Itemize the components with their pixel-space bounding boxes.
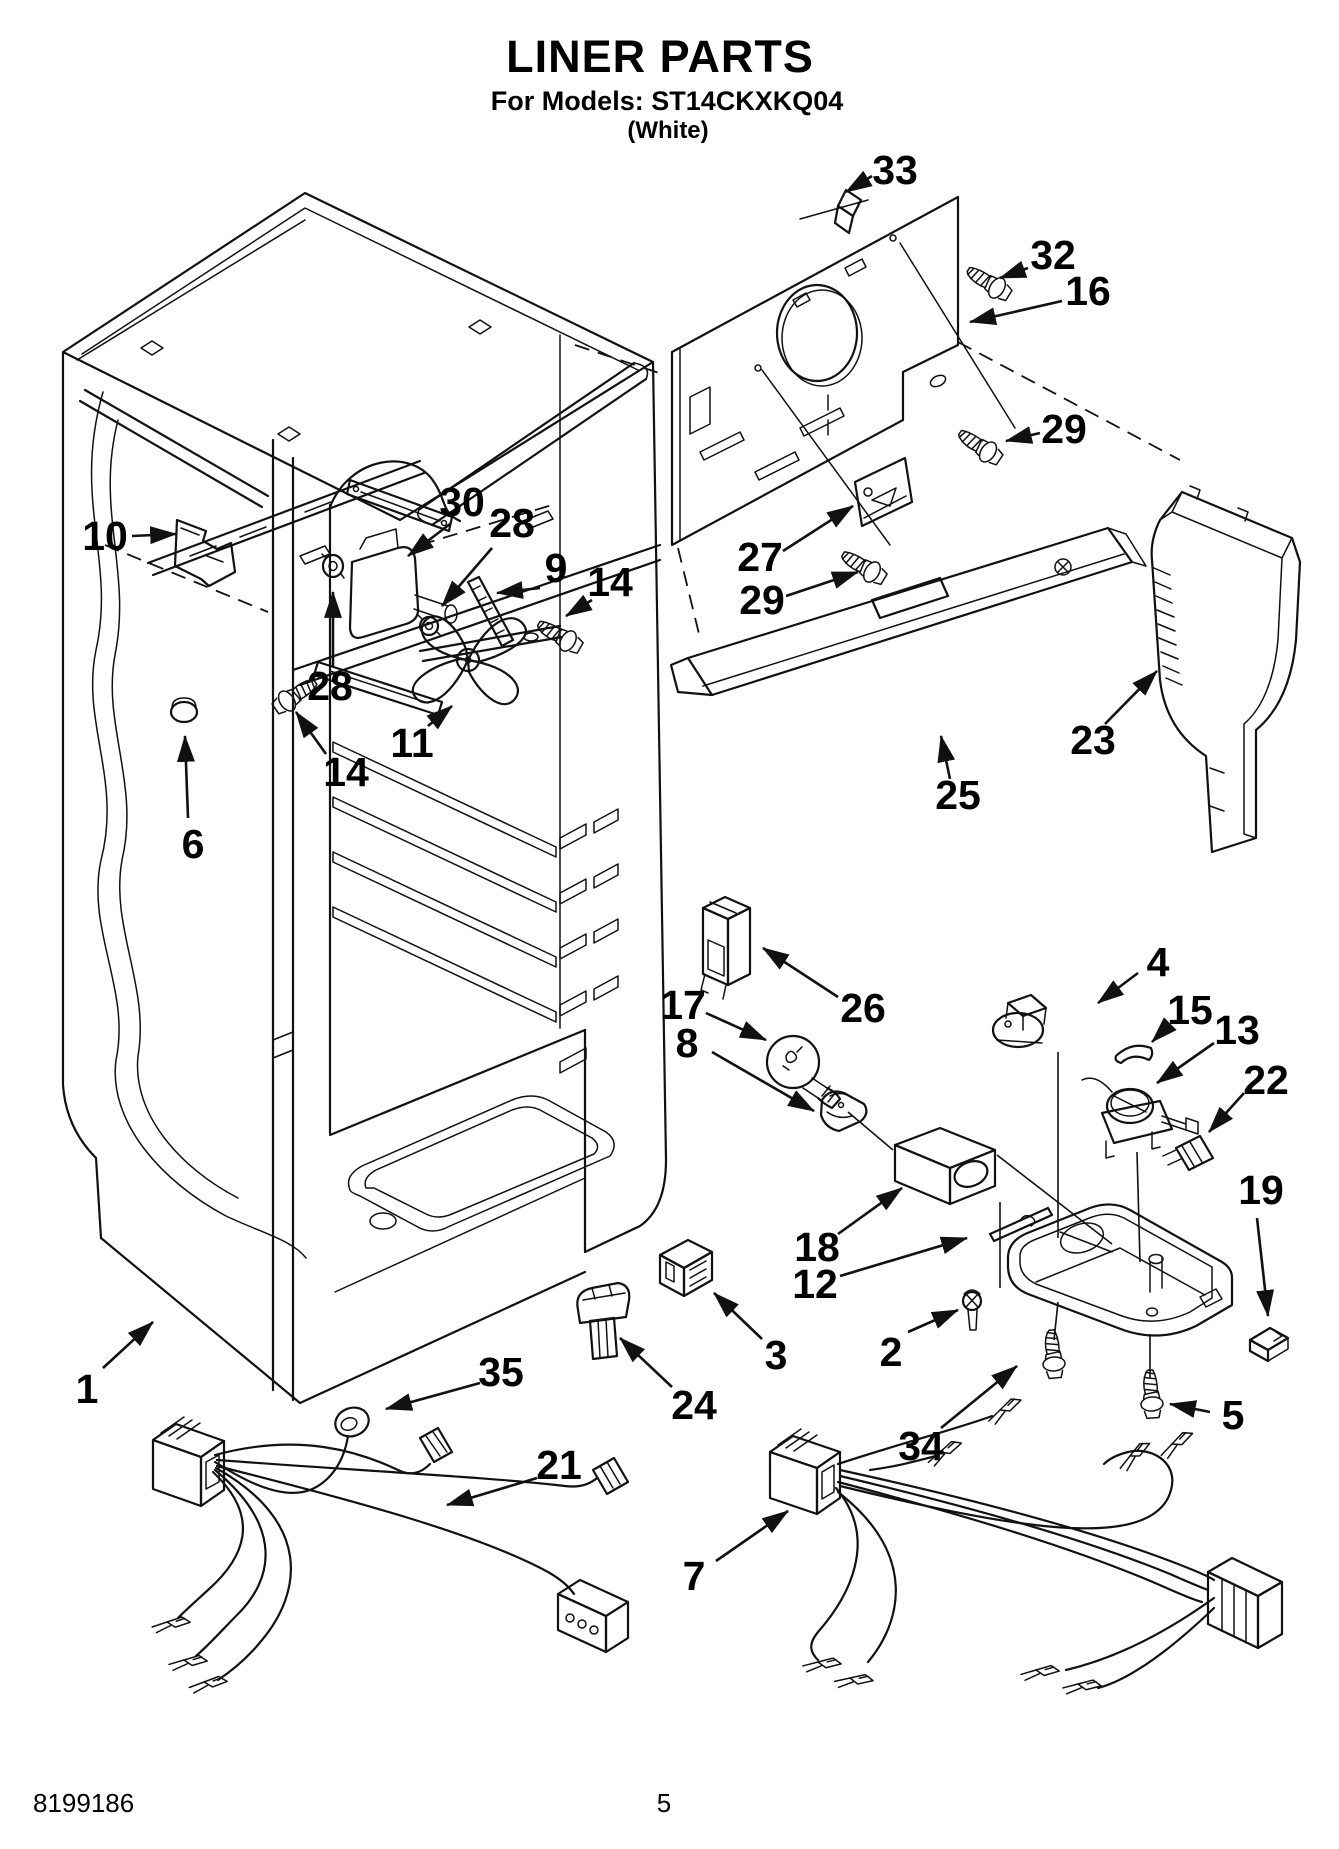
callout-arrow-8-20 bbox=[711, 1050, 815, 1113]
callout-label-14-4: 14 bbox=[587, 559, 633, 605]
callout-label-19-25: 19 bbox=[1238, 1167, 1284, 1213]
wire-harness-left-drawing bbox=[150, 1406, 630, 1698]
callout-label-11-7: 11 bbox=[390, 720, 433, 766]
callout-arrow-33-10 bbox=[845, 170, 873, 194]
callout-label-28-2: 28 bbox=[489, 500, 535, 546]
finish-subtitle: (White) bbox=[627, 117, 708, 144]
damper-control-drawing bbox=[1150, 485, 1302, 854]
callout-arrow-9-3 bbox=[495, 581, 541, 599]
callout-label-7-35: 7 bbox=[683, 1553, 706, 1599]
callout-arrow-23-17 bbox=[1104, 670, 1158, 725]
callout-arrow-10-0 bbox=[131, 526, 178, 545]
callout-label-35-33: 35 bbox=[478, 1349, 524, 1395]
callout-arrow-30-1 bbox=[407, 522, 451, 558]
callout-arrow-12-27 bbox=[839, 1236, 969, 1278]
callout-label-14-6: 14 bbox=[323, 749, 369, 795]
callout-arrow-22-24 bbox=[1208, 1092, 1245, 1133]
callout-label-10-0: 10 bbox=[82, 513, 128, 559]
callout-label-28-5: 28 bbox=[307, 663, 353, 709]
callout-arrow-24-30 bbox=[619, 1337, 673, 1388]
callout-arrow-25-16 bbox=[937, 734, 956, 780]
callout-arrow-6-8 bbox=[176, 734, 195, 819]
callout-label-33-10: 33 bbox=[872, 147, 918, 193]
callout-label-16-12: 16 bbox=[1065, 268, 1111, 314]
callout-label-32-11: 32 bbox=[1030, 232, 1076, 278]
callout-arrow-27-14 bbox=[782, 504, 854, 553]
callout-arrow-28-2 bbox=[441, 547, 493, 607]
callout-label-21-34: 21 bbox=[536, 1442, 582, 1488]
callout-arrow-2-29 bbox=[907, 1308, 960, 1334]
callout-label-34-31: 34 bbox=[898, 1423, 944, 1469]
callout-label-18-26: 18 bbox=[794, 1224, 840, 1270]
callout-arrow-35-33 bbox=[384, 1381, 481, 1411]
top-rails-drawing bbox=[78, 361, 649, 588]
callout-arrow-11-7 bbox=[426, 705, 453, 730]
air-duct-drawing bbox=[669, 526, 1147, 697]
callout-label-8-20: 8 bbox=[676, 1020, 699, 1066]
models-subtitle: For Models: ST14CKXKQ04 bbox=[491, 86, 844, 116]
callout-arrow-7-35 bbox=[715, 1509, 789, 1563]
callout-label-30-1: 30 bbox=[439, 479, 485, 525]
small-parts-drawing bbox=[576, 895, 1290, 1420]
callout-label-3-28: 3 bbox=[765, 1332, 788, 1378]
doc-number: 8199186 bbox=[33, 1788, 134, 1818]
callout-label-27-14: 27 bbox=[737, 534, 783, 580]
callout-label-24-30: 24 bbox=[671, 1382, 717, 1428]
callout-label-25-16: 25 bbox=[935, 772, 981, 818]
callout-arrow-15-22 bbox=[1151, 1017, 1177, 1043]
callout-label-2-29: 2 bbox=[880, 1329, 903, 1375]
callout-arrow-18-26 bbox=[837, 1186, 903, 1236]
callout-label-29-15: 29 bbox=[739, 577, 785, 623]
callout-arrow-4-21 bbox=[1097, 971, 1139, 1005]
callout-arrow-1-9 bbox=[102, 1321, 154, 1369]
callout-label-17-19: 17 bbox=[660, 982, 706, 1028]
dashed-guide-lines bbox=[104, 341, 1181, 639]
callout-label-22-24: 22 bbox=[1243, 1057, 1289, 1103]
callout-label-9-3: 9 bbox=[545, 545, 568, 591]
callout-label-15-22: 15 bbox=[1167, 987, 1213, 1033]
wire-harness-right-drawing bbox=[768, 1395, 1284, 1702]
page-number: 5 bbox=[657, 1788, 671, 1818]
callout-label-1-9: 1 bbox=[76, 1366, 99, 1412]
page-title: LINER PARTS bbox=[506, 31, 814, 82]
callout-arrow-19-25 bbox=[1255, 1217, 1275, 1318]
callout-arrow-3-28 bbox=[713, 1292, 763, 1340]
callout-arrow-5-32 bbox=[1168, 1400, 1211, 1418]
callout-label-26-18: 26 bbox=[840, 985, 886, 1031]
leader-lines bbox=[847, 1052, 1151, 1378]
callout-arrow-29-13 bbox=[1004, 426, 1041, 444]
callout-label-4-21: 4 bbox=[1147, 939, 1170, 985]
callout-arrow-21-34 bbox=[445, 1476, 538, 1507]
callout-label-6-8: 6 bbox=[182, 821, 205, 867]
callout-label-23-17: 23 bbox=[1070, 717, 1116, 763]
cabinet-liner-drawing bbox=[61, 191, 668, 1405]
callout-label-13-23: 13 bbox=[1214, 1007, 1260, 1053]
callout-arrow-13-23 bbox=[1156, 1041, 1215, 1085]
rear-panel-drawing bbox=[670, 188, 1016, 590]
callout-arrow-32-11 bbox=[998, 260, 1029, 280]
callout-arrow-34-31 bbox=[940, 1364, 1018, 1430]
callout-arrow-16-12 bbox=[968, 299, 1063, 326]
callout-arrow-14-4 bbox=[565, 594, 593, 618]
callout-label-12-27: 12 bbox=[792, 1261, 838, 1307]
callout-label-5-32: 5 bbox=[1222, 1392, 1245, 1438]
callout-arrow-14-6 bbox=[294, 711, 328, 755]
callout-label-29-13: 29 bbox=[1041, 406, 1087, 452]
callout-arrow-26-18 bbox=[762, 946, 839, 999]
callout-arrow-29-15 bbox=[785, 570, 860, 598]
callout-arrow-17-19 bbox=[705, 1011, 768, 1042]
